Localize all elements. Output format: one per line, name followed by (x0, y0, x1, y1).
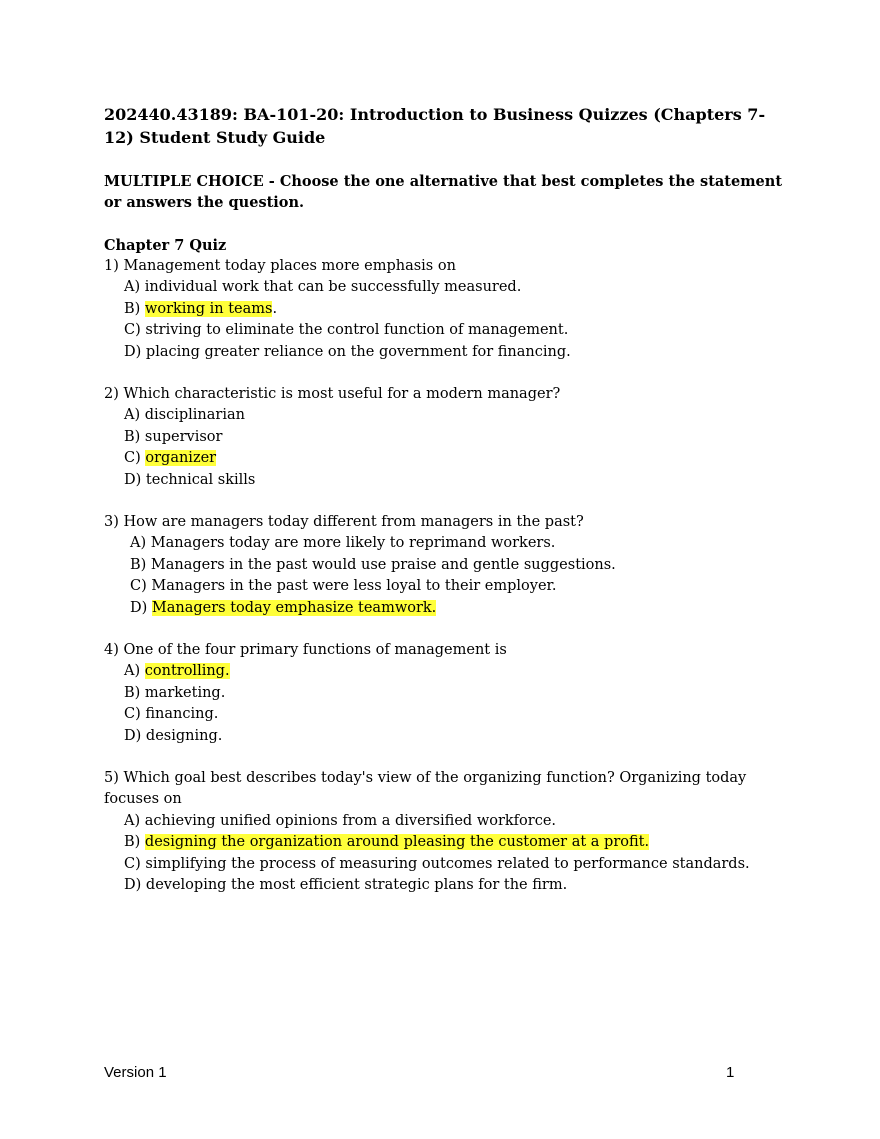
option-c: C) striving to eliminate the control fun… (124, 322, 569, 339)
document-title: 202440.43189: BA-101-20: Introduction to… (104, 105, 766, 147)
question-stem: 2) Which characteristic is most useful f… (104, 386, 561, 402)
option-d: D) technical skills (124, 471, 256, 488)
option-a: A) disciplinarian (124, 407, 245, 424)
question-5: 5) Which goal best describes today's vie… (104, 768, 804, 896)
question-2: 2) Which characteristic is most useful f… (104, 384, 804, 491)
option-b: B) supervisor (124, 428, 223, 445)
question-stem: 4) One of the four primary functions of … (104, 642, 507, 658)
highlighted-answer: controlling. (144, 663, 230, 680)
option-b: B) designing the organization around ple… (124, 834, 650, 851)
option-a: A) controlling. (124, 663, 230, 680)
option-a: A) Managers today are more likely to rep… (130, 535, 556, 552)
highlighted-answer: designing the organization around pleasi… (144, 834, 650, 851)
question-stem: 3) How are managers today different from… (104, 514, 584, 530)
option-d: D) developing the most efficient strateg… (124, 877, 568, 894)
option-b: B) marketing. (124, 684, 226, 701)
option-a: A) individual work that can be successfu… (124, 279, 522, 296)
highlighted-answer: organizer (145, 450, 217, 467)
footer-page-number: 1 (726, 1064, 735, 1081)
question-stem: 5) Which goal best describes today's vie… (104, 770, 747, 808)
option-d: D) designing. (124, 727, 223, 744)
option-a: A) achieving unified opinions from a div… (124, 812, 557, 829)
option-d: D) Managers today emphasize teamwork. (130, 599, 437, 616)
instructions: MULTIPLE CHOICE - Choose the one alterna… (104, 173, 783, 211)
question-stem: 1) Management today places more emphasis… (104, 258, 456, 274)
highlighted-answer: working in teams (144, 300, 273, 317)
question-3: 3) How are managers today different from… (104, 512, 804, 619)
question-4: 4) One of the four primary functions of … (104, 640, 804, 747)
option-c: C) organizer (124, 450, 217, 467)
option-c: C) financing. (124, 706, 219, 723)
footer-version: Version 1 (104, 1064, 167, 1081)
option-b: B) working in teams. (124, 300, 278, 317)
option-d: D) placing greater reliance on the gover… (124, 343, 571, 360)
option-b: B) Managers in the past would use praise… (130, 556, 616, 573)
highlighted-answer: Managers today emphasize teamwork. (151, 599, 437, 616)
option-c: C) simplifying the process of measuring … (124, 855, 750, 872)
option-c: C) Managers in the past were less loyal … (130, 578, 557, 595)
chapter-heading: Chapter 7 Quiz (104, 237, 227, 254)
question-1: 1) Management today places more emphasis… (104, 256, 804, 363)
